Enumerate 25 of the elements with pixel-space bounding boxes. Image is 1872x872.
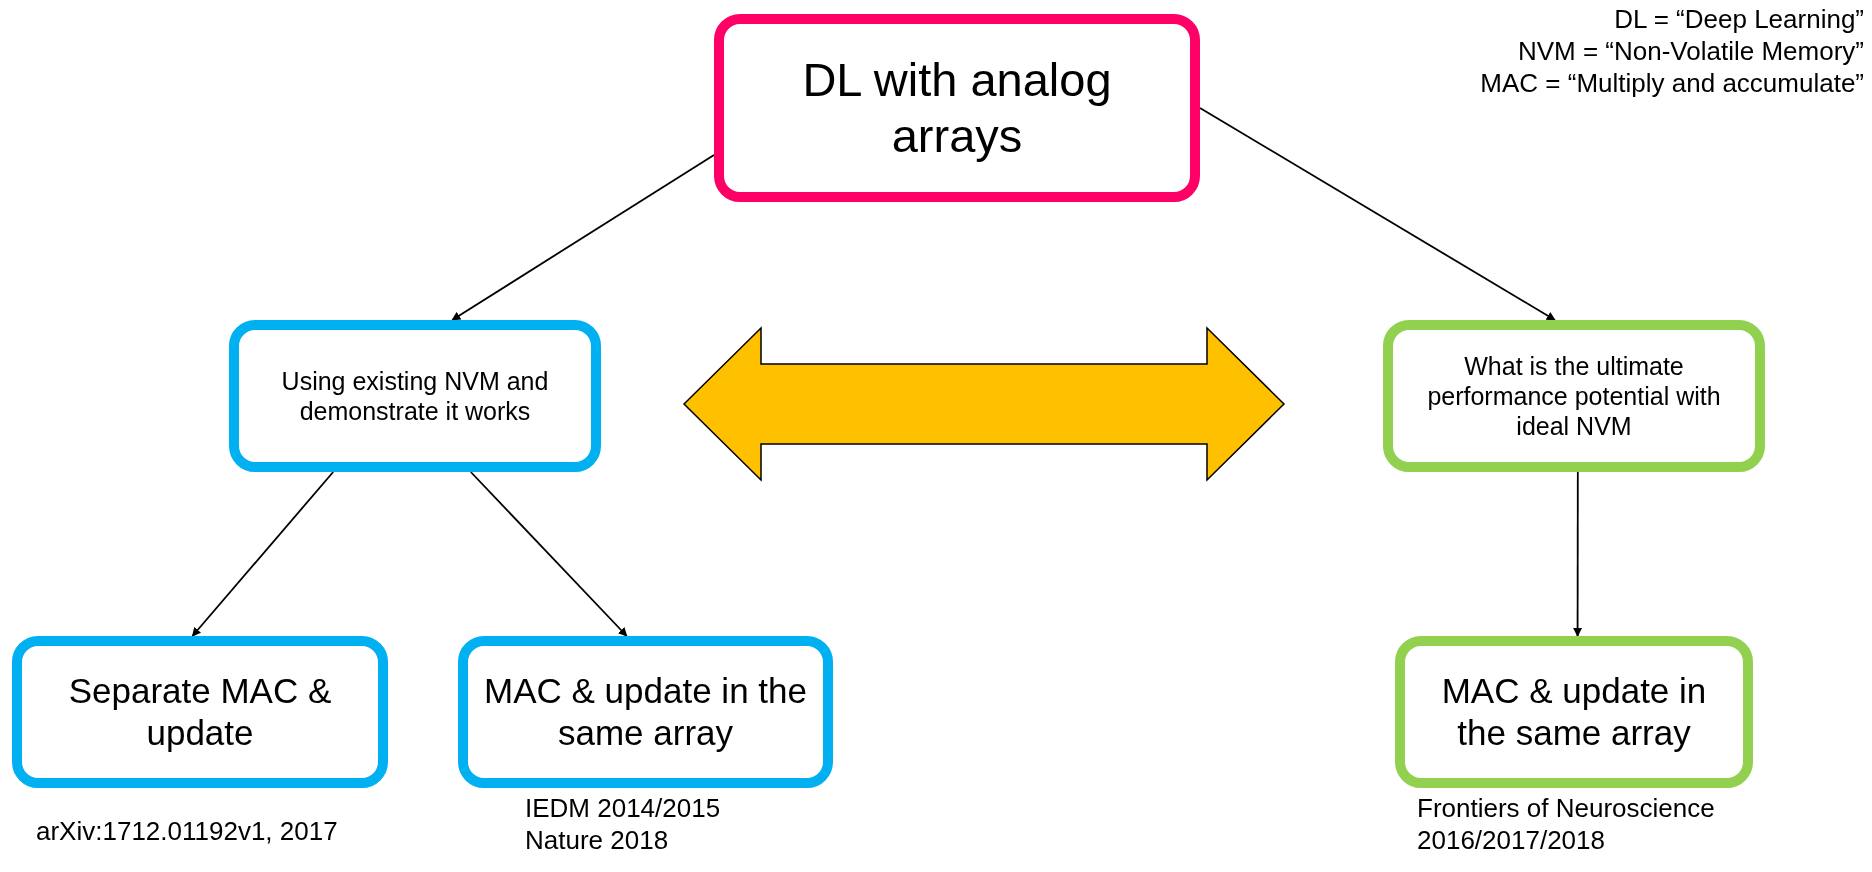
box-text: What is the ultimate performance potential with ideal NVM xyxy=(1426,351,1722,441)
arrow xyxy=(451,154,715,321)
arrow xyxy=(1573,471,1583,637)
citation-text: Nature 2018 xyxy=(525,824,670,857)
process-box xyxy=(12,636,388,788)
process-box xyxy=(1395,636,1753,788)
citation-text: arXiv:1712.01192v1, 2017 xyxy=(36,816,339,848)
arrow xyxy=(191,471,335,637)
double-block-arrow xyxy=(682,326,1286,482)
box-text: Separate MAC & update xyxy=(67,670,333,754)
process-box xyxy=(1383,320,1765,472)
box-text: DL with analog arrays xyxy=(801,51,1113,164)
abbreviation-note: NVM = “Non-Volatile Memory” xyxy=(1517,36,1864,67)
arrow xyxy=(1199,107,1556,321)
process-box xyxy=(458,636,833,788)
citation-text: IEDM 2014/2015 xyxy=(525,793,722,825)
abbreviation-note: MAC = “Multiply and accumulate” xyxy=(1480,68,1864,99)
process-box xyxy=(229,320,601,472)
box-text: Using existing NVM and demonstrate it works xyxy=(280,366,550,426)
arrow xyxy=(469,471,628,637)
citation-text: Frontiers of Neuroscience 2016/2017/2018 xyxy=(1417,793,1716,857)
process-box xyxy=(714,14,1200,202)
abbreviation-note: DL = “Deep Learning” xyxy=(1614,4,1864,35)
box-text: MAC & update in the same array xyxy=(1440,670,1708,754)
box-text: MAC & update in the same array xyxy=(483,670,808,754)
